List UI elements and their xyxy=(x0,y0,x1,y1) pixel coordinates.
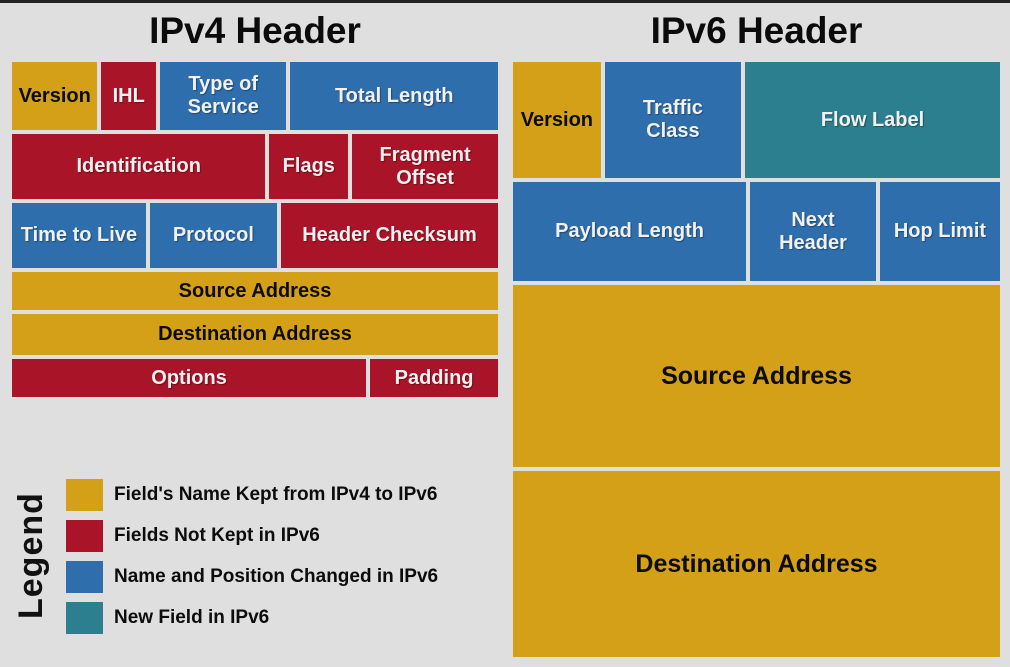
ipv6-row-3: Source Address xyxy=(513,285,1000,467)
legend-swatch-red xyxy=(66,519,103,552)
ipv6-row-4: Destination Address xyxy=(513,471,1000,657)
ipv6-field-hop-limit: Hop Limit xyxy=(879,182,1000,281)
legend-label-gold: Field's Name Kept from IPv4 to IPv6 xyxy=(114,484,438,505)
ipv4-field-header-checksum: Header Checksum xyxy=(280,203,498,268)
ipv4-field-destination-address: Destination Address xyxy=(12,314,498,355)
legend-swatch-blue xyxy=(66,560,103,593)
ipv4-field-source-address: Source Address xyxy=(12,272,498,310)
ipv4-field-time-to-live: Time to Live xyxy=(12,203,146,268)
legend-title: Legend xyxy=(12,492,50,620)
ipv4-field-padding: Padding xyxy=(370,359,498,397)
ipv4-field-options: Options xyxy=(12,359,367,397)
ipv4-field-version: Version xyxy=(12,62,98,130)
ipv6-field-flow-label: Flow Label xyxy=(745,62,1000,178)
ipv6-header-title: IPv6 Header xyxy=(650,10,863,51)
legend-swatch-teal xyxy=(66,601,103,634)
ipv4-row-5: Destination Address xyxy=(12,314,498,355)
ipv6-field-next-header: Next Header xyxy=(750,182,876,281)
ipv6-field-payload-length: Payload Length xyxy=(513,182,747,281)
ipv4-field-flags: Flags xyxy=(269,134,349,199)
ipv4-field-protocol: Protocol xyxy=(149,203,277,268)
legend-label-teal: New Field in IPv6 xyxy=(114,607,270,628)
ipv6-field-destination-address: Destination Address xyxy=(513,471,1000,657)
legend-label-blue: Name and Position Changed in IPv6 xyxy=(114,566,439,587)
ipv4-field-ihl: IHL xyxy=(101,62,157,130)
ipv6-field-traffic-class: Traffic Class xyxy=(604,62,742,178)
legend: Legend Field's Name Kept from IPv4 to IP… xyxy=(12,476,439,636)
legend-item-blue: Name and Position Changed in IPv6 xyxy=(66,560,439,593)
ipv4-field-fragment-offset: Fragment Offset xyxy=(352,134,498,199)
legend-item-gold: Field's Name Kept from IPv4 to IPv6 xyxy=(66,478,438,511)
ipv6-field-version: Version xyxy=(513,62,601,178)
legend-item-red: Fields Not Kept in IPv6 xyxy=(66,519,438,552)
ipv4-field-type-of-service: Type of Service xyxy=(160,62,287,130)
top-border-strip xyxy=(0,0,1010,3)
ipv4-field-total-length: Total Length xyxy=(290,62,498,130)
legend-label-red: Fields Not Kept in IPv6 xyxy=(114,525,320,546)
ipv4-header-title: IPv4 Header xyxy=(149,10,361,51)
legend-item-teal: New Field in IPv6 xyxy=(66,601,438,634)
ipv4-field-identification: Identification xyxy=(12,134,266,199)
ipv6-field-source-address: Source Address xyxy=(513,285,1000,467)
ipv4-row-4: Source Address xyxy=(12,272,498,310)
legend-swatch-gold xyxy=(66,478,103,511)
